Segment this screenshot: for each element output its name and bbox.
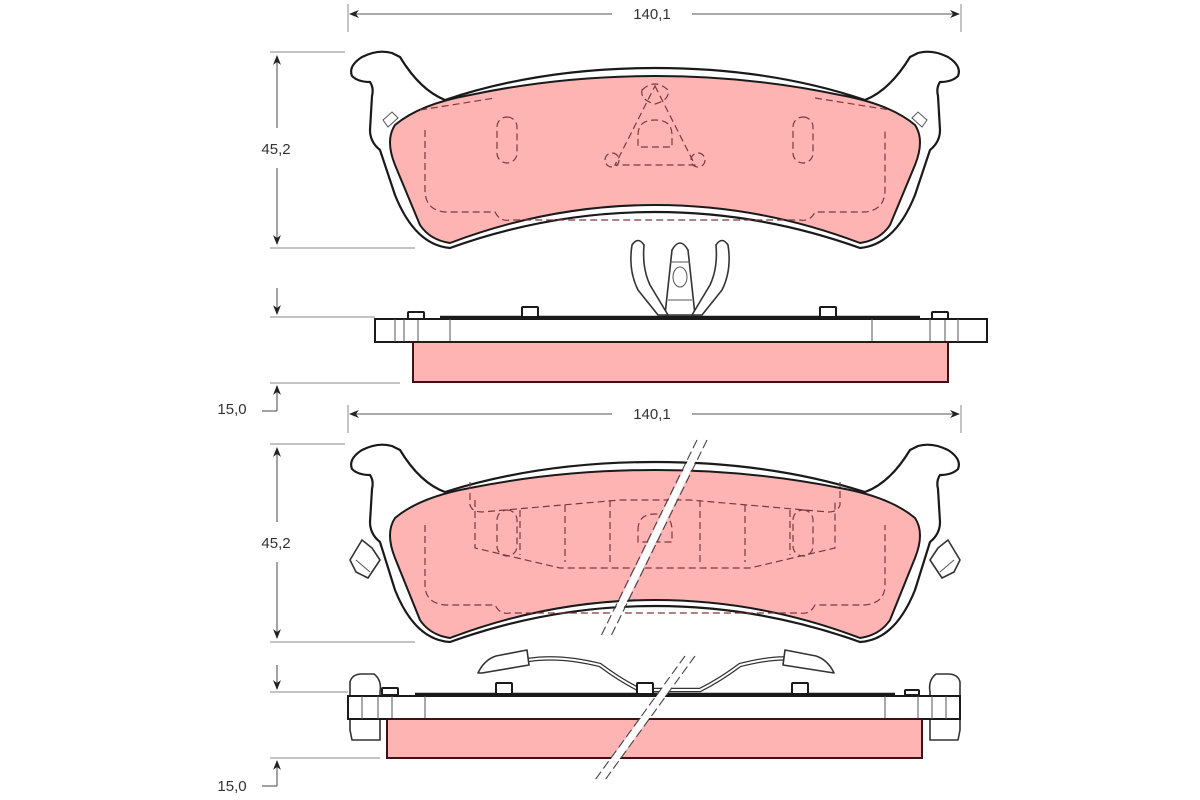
pad-1-clip-mount [604,83,706,168]
pad-2-thickness-label: 15,0 [217,778,246,795]
pad-2-friction-lining-side [386,718,923,759]
wear-indicator-tab-left [477,649,530,674]
pad-1-slot-left [496,116,518,164]
pad-2-slot-left [496,509,518,557]
pad-2-height-label: 45,2 [261,535,290,552]
pad-1-slot-right [792,116,814,164]
pad-1-thickness-dimension: 15,0 [217,288,400,418]
pad-1-friction-lining-side [412,341,949,383]
pad-1-friction-lining [389,74,921,245]
pad-2-friction-lining [389,468,921,640]
pad-1-side-view: 15,0 [217,239,988,418]
pad-2-front-break-marks [600,438,708,638]
pad-2-slot-right [792,509,814,557]
pad-1-height-dimension: 45,2 [261,51,415,249]
pad-2-width-dimension: 140,1 [347,405,962,433]
pad-1-backing-plate-side [374,318,988,343]
pad-1-width-label: 140,1 [633,6,671,23]
pad-2-height-dimension: 45,2 [261,443,415,643]
wear-indicator-tab-right [782,649,835,674]
pad-2-width-label: 140,1 [633,406,671,423]
pad-2-center-mount [637,513,673,543]
pad-1-height-label: 45,2 [261,141,290,158]
pad-2-thickness-dimension: 15,0 [217,665,380,795]
pad-2-retaining-spring [477,649,835,693]
pad-2-front-view: 140,1 45,2 [261,405,962,644]
pad-1-front-view: 140,1 45,2 [261,4,962,250]
pad-2-side-view: 15,0 [217,649,961,795]
pad-1-width-dimension: 140,1 [347,4,962,32]
pad-1-thickness-label: 15,0 [217,401,246,418]
pad-2-side-break-marks [594,653,696,783]
pad-1-spring-clip [630,239,730,316]
